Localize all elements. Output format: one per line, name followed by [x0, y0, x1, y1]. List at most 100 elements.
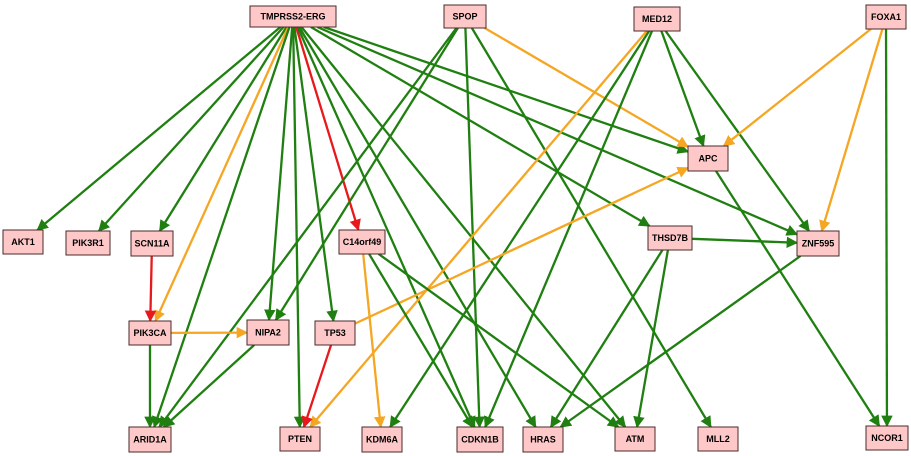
edge-tmprss2-erg-to-pten	[292, 26, 306, 429]
edge-tmprss2-erg-to-znf595	[316, 25, 799, 236]
node-box	[456, 426, 504, 453]
node-mll2[interactable]: MLL2	[697, 426, 739, 452]
node-box	[687, 145, 729, 172]
node-scn11a[interactable]: SCN11A	[130, 230, 174, 257]
node-box	[697, 426, 739, 452]
node-pten[interactable]: PTEN	[279, 426, 321, 452]
edge-tmprss2-erg-to-hras	[298, 26, 537, 428]
node-label: PTEN	[288, 434, 312, 444]
node-box	[796, 230, 840, 257]
node-label: TMPRSS2-ERG	[260, 12, 325, 22]
edge-tmprss2-erg-to-nipa2	[264, 26, 294, 322]
node-box	[338, 229, 386, 255]
node-label: ZNF595	[802, 239, 835, 249]
edge-nipa2-to-arid1a	[162, 344, 255, 428]
node-med12[interactable]: MED12	[633, 6, 681, 32]
node-box	[522, 426, 564, 453]
edge-med12-to-cdkn1b	[483, 30, 654, 429]
node-tp53[interactable]: TP53	[314, 320, 356, 346]
edge-tp53-to-pten	[301, 344, 333, 429]
edge-tmprss2-erg-to-pik3r1	[98, 26, 285, 232]
edge-tmprss2-erg-to-apc	[323, 25, 690, 154]
edge-foxa1-to-ncor1	[881, 28, 893, 428]
node-label: PIK3R1	[72, 238, 104, 248]
node-box	[130, 230, 174, 257]
node-box	[2, 229, 44, 255]
node-nipa2[interactable]: NIPA2	[246, 319, 290, 346]
node-box	[128, 426, 172, 453]
edge-spop-to-arid1a	[158, 27, 458, 428]
edge-spop-to-cdkn1b	[464, 27, 485, 429]
node-box	[128, 320, 172, 346]
node-box	[614, 426, 656, 452]
node-znf595[interactable]: ZNF595	[796, 230, 840, 257]
node-box	[865, 425, 909, 451]
node-box	[443, 4, 487, 29]
edge-thsd7b-to-znf595	[691, 236, 799, 249]
node-label: ARID1A	[133, 435, 167, 445]
edge-tp53-to-apc	[354, 166, 690, 325]
edge-foxa1-to-apc	[722, 28, 872, 147]
node-spop[interactable]: SPOP	[443, 4, 487, 29]
edges-layer	[36, 25, 893, 429]
edge-thsd7b-to-hras	[549, 249, 664, 428]
edge-tmprss2-erg-to-akt1	[36, 26, 282, 231]
node-hras[interactable]: HRAS	[522, 426, 564, 453]
node-label: NIPA2	[255, 328, 281, 338]
node-label: APC	[698, 154, 718, 164]
edge-thsd7b-to-atm	[633, 249, 670, 429]
node-label: CDKN1B	[461, 435, 499, 445]
node-label: SCN11A	[134, 239, 170, 249]
edge-apc-to-ncor1	[715, 170, 881, 427]
edge-med12-to-pten	[309, 30, 648, 428]
edge-tmprss2-erg-to-tp53	[293, 26, 338, 323]
node-thsd7b[interactable]: THSD7B	[647, 225, 693, 251]
edge-spop-to-mll2	[470, 27, 712, 428]
edge-spop-to-nipa2	[274, 27, 459, 321]
node-box	[279, 426, 321, 452]
node-label: MLL2	[706, 434, 730, 444]
edge-c14orf49-to-cdkn1b	[368, 253, 474, 428]
node-ncor1[interactable]: NCOR1	[865, 425, 909, 451]
node-atm[interactable]: ATM	[614, 426, 656, 452]
node-cdkn1b[interactable]: CDKN1B	[456, 426, 504, 453]
edge-med12-to-znf595	[664, 30, 810, 232]
edge-tmprss2-erg-to-pik3ca	[154, 26, 290, 323]
node-pik3r1[interactable]: PIK3R1	[65, 230, 111, 256]
node-label: PIK3CA	[133, 328, 167, 338]
edge-med12-to-kdm6a	[389, 30, 651, 428]
node-label: FOXA1	[871, 12, 901, 22]
edge-tmprss2-erg-to-thsd7b	[310, 26, 651, 227]
node-box	[246, 319, 290, 346]
node-label: AKT1	[11, 237, 35, 247]
node-box	[633, 6, 681, 32]
edge-c14orf49-to-kdm6a	[362, 253, 386, 429]
edge-foxa1-to-znf595	[819, 28, 884, 233]
node-arid1a[interactable]: ARID1A	[128, 426, 172, 453]
node-label: ATM	[626, 434, 645, 444]
edge-tmprss2-erg-to-arid1a	[152, 26, 291, 429]
node-box	[647, 225, 693, 251]
node-box	[314, 320, 356, 346]
node-apc[interactable]: APC	[687, 145, 729, 172]
node-box	[65, 230, 111, 256]
node-kdm6a[interactable]: KDM6A	[361, 426, 403, 453]
node-label: MED12	[642, 14, 672, 24]
node-c14orf49[interactable]: C14orf49	[338, 229, 386, 255]
node-label: HRAS	[530, 435, 556, 445]
node-tmprss2-erg[interactable]: TMPRSS2-ERG	[249, 5, 337, 28]
edge-med12-to-apc	[660, 30, 706, 148]
node-akt1[interactable]: AKT1	[2, 229, 44, 255]
node-pik3ca[interactable]: PIK3CA	[128, 320, 172, 346]
node-label: SPOP	[452, 12, 477, 22]
node-foxa1[interactable]: FOXA1	[865, 4, 907, 30]
node-box	[361, 426, 403, 453]
node-box	[249, 5, 337, 28]
edge-tmprss2-erg-to-atm	[300, 26, 627, 428]
node-label: C14orf49	[343, 237, 382, 247]
node-label: THSD7B	[652, 233, 689, 243]
edge-tmprss2-erg-to-c14orf49	[295, 26, 361, 232]
node-label: NCOR1	[871, 433, 903, 443]
